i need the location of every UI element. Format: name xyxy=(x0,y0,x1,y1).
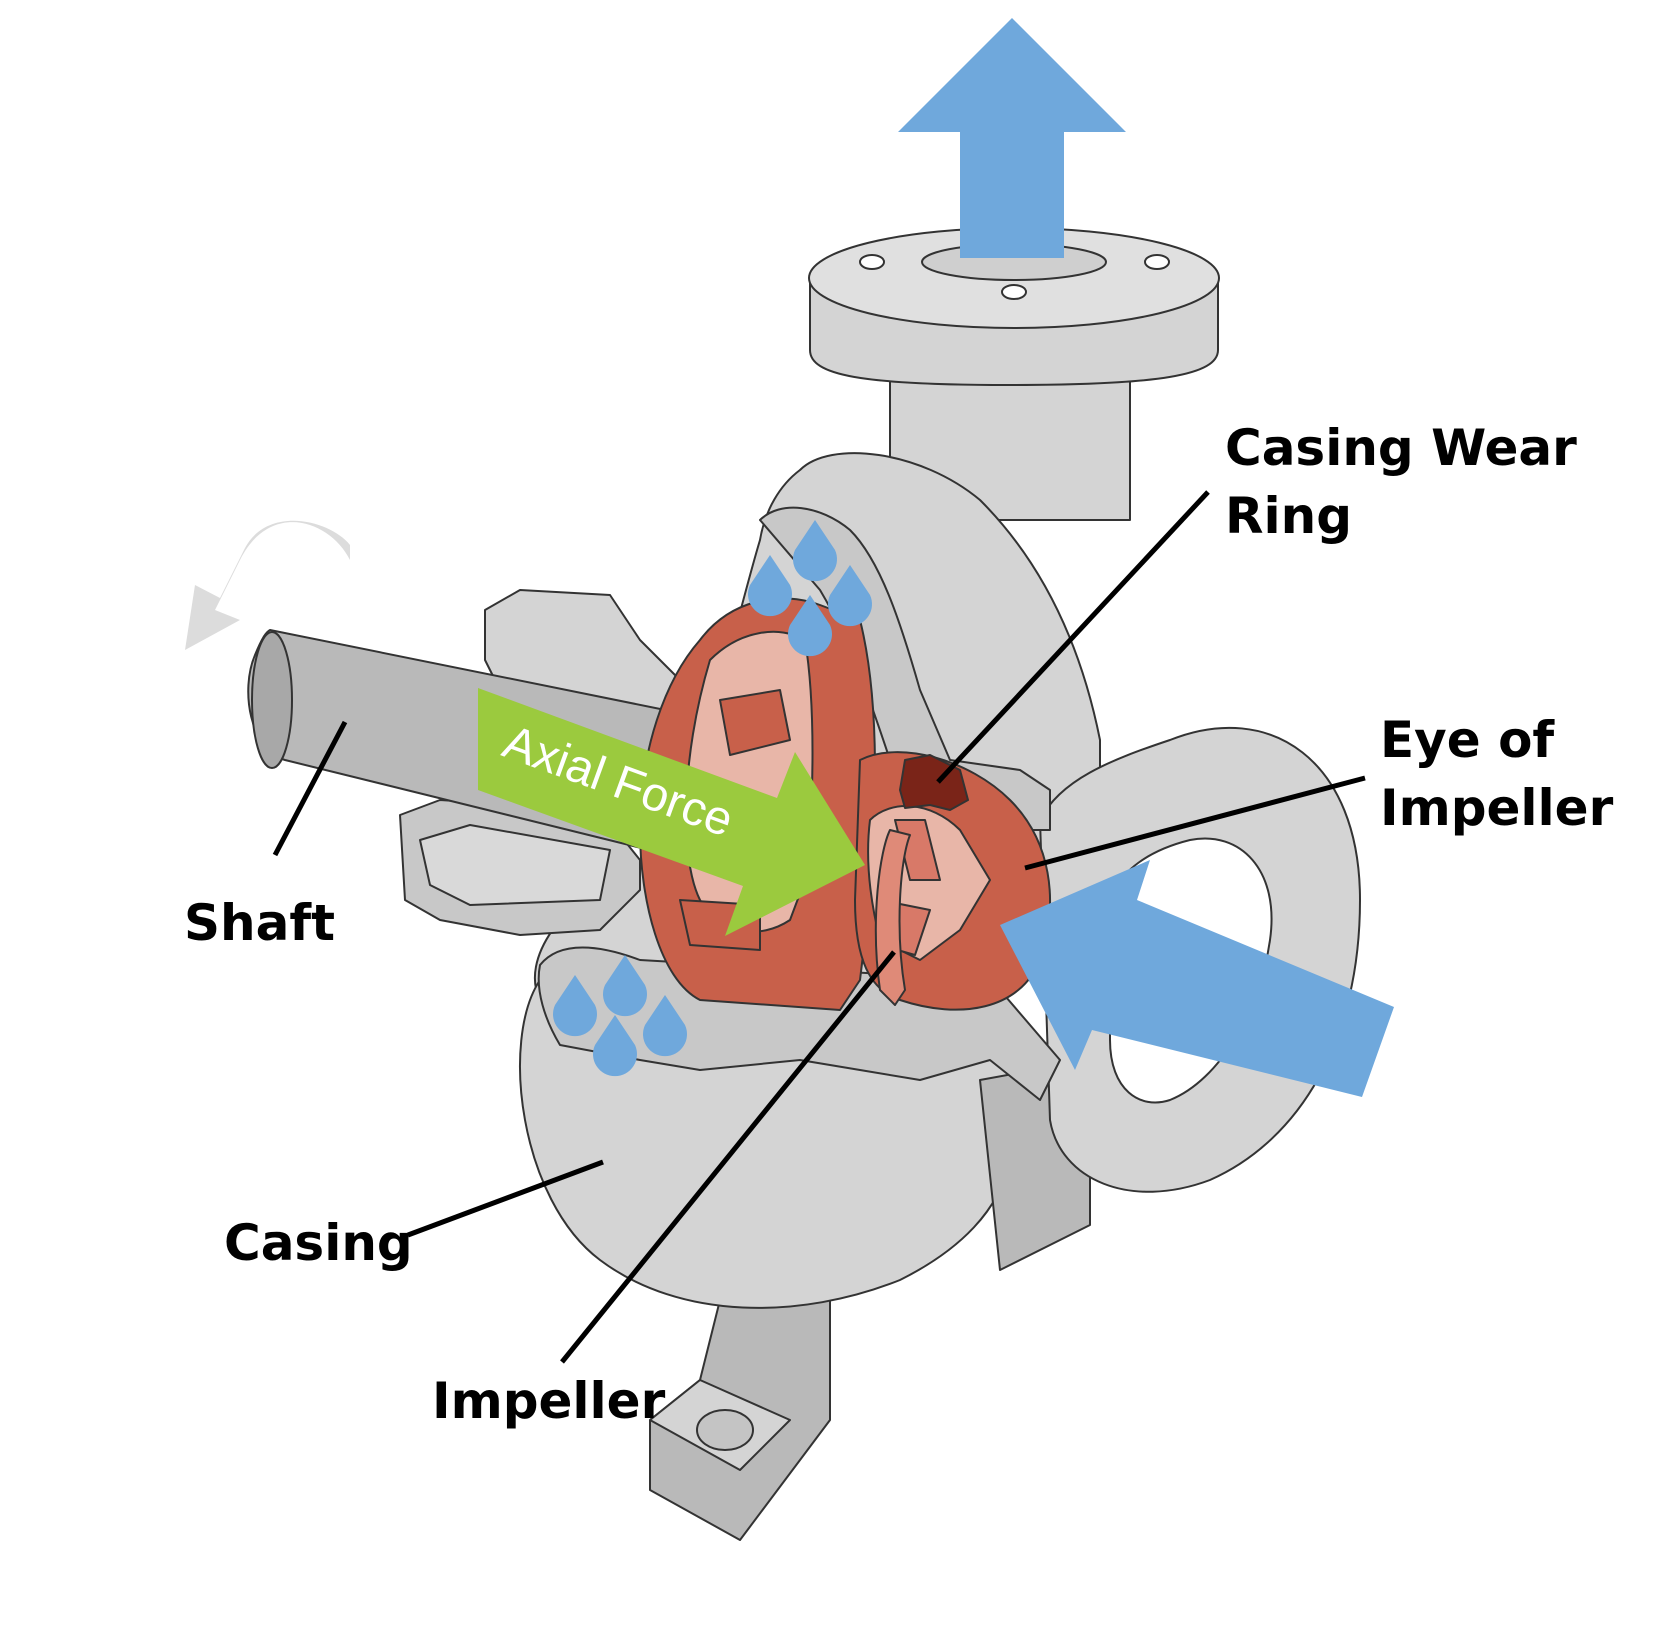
shaft-label: Shaft xyxy=(184,894,335,952)
eye-of-impeller-label-line2: Impeller xyxy=(1380,779,1614,837)
water-drop-icon-group-bottom xyxy=(553,955,687,1077)
casing-wear-ring-label-line1: Casing Wear xyxy=(1225,419,1577,477)
impeller-label: Impeller xyxy=(432,1372,666,1430)
casing-wear-ring-label-line2: Ring xyxy=(1225,487,1352,545)
flow-in-arrow-icon xyxy=(1000,860,1394,1097)
flow-out-arrow-icon xyxy=(898,18,1126,258)
discharge-pipe xyxy=(808,227,1220,521)
eye-of-impeller-label-line1: Eye of xyxy=(1380,711,1555,769)
casing-label: Casing xyxy=(224,1214,413,1272)
leader-lines xyxy=(272,490,1366,1364)
casing-foot xyxy=(649,1299,831,1541)
water-drop-icon-group-top xyxy=(748,520,872,657)
rotation-arrow-icon xyxy=(185,520,350,650)
